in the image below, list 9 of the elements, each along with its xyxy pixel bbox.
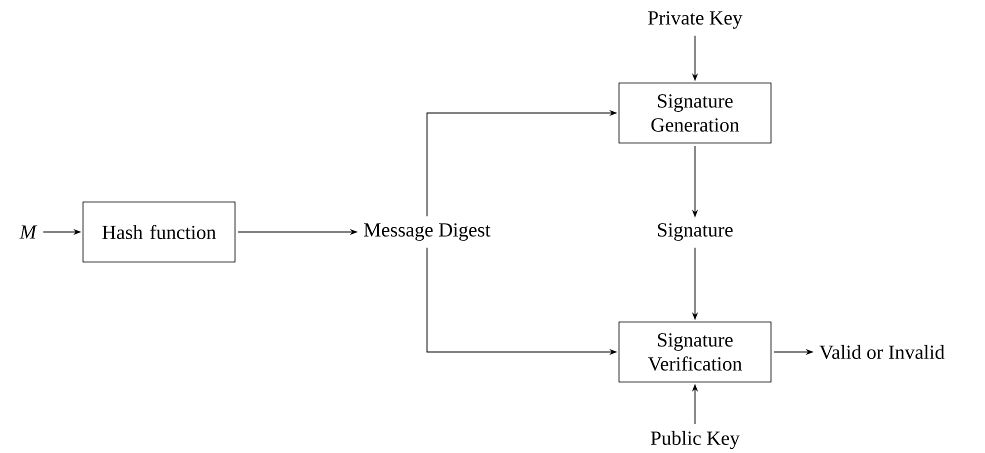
- process-box: Hash function: [82, 202, 236, 262]
- node-label: Message Digest: [364, 223, 490, 241]
- node-label: M: [19, 225, 38, 239]
- node-label: Public Key: [650, 430, 740, 450]
- node-label: Signature: [658, 223, 733, 241]
- node-label: Private Key: [648, 11, 742, 29]
- node-label: Valid or Invalid: [819, 344, 945, 360]
- process-box: Signature Generation: [618, 82, 772, 144]
- process-box: Signature Verification: [618, 322, 772, 382]
